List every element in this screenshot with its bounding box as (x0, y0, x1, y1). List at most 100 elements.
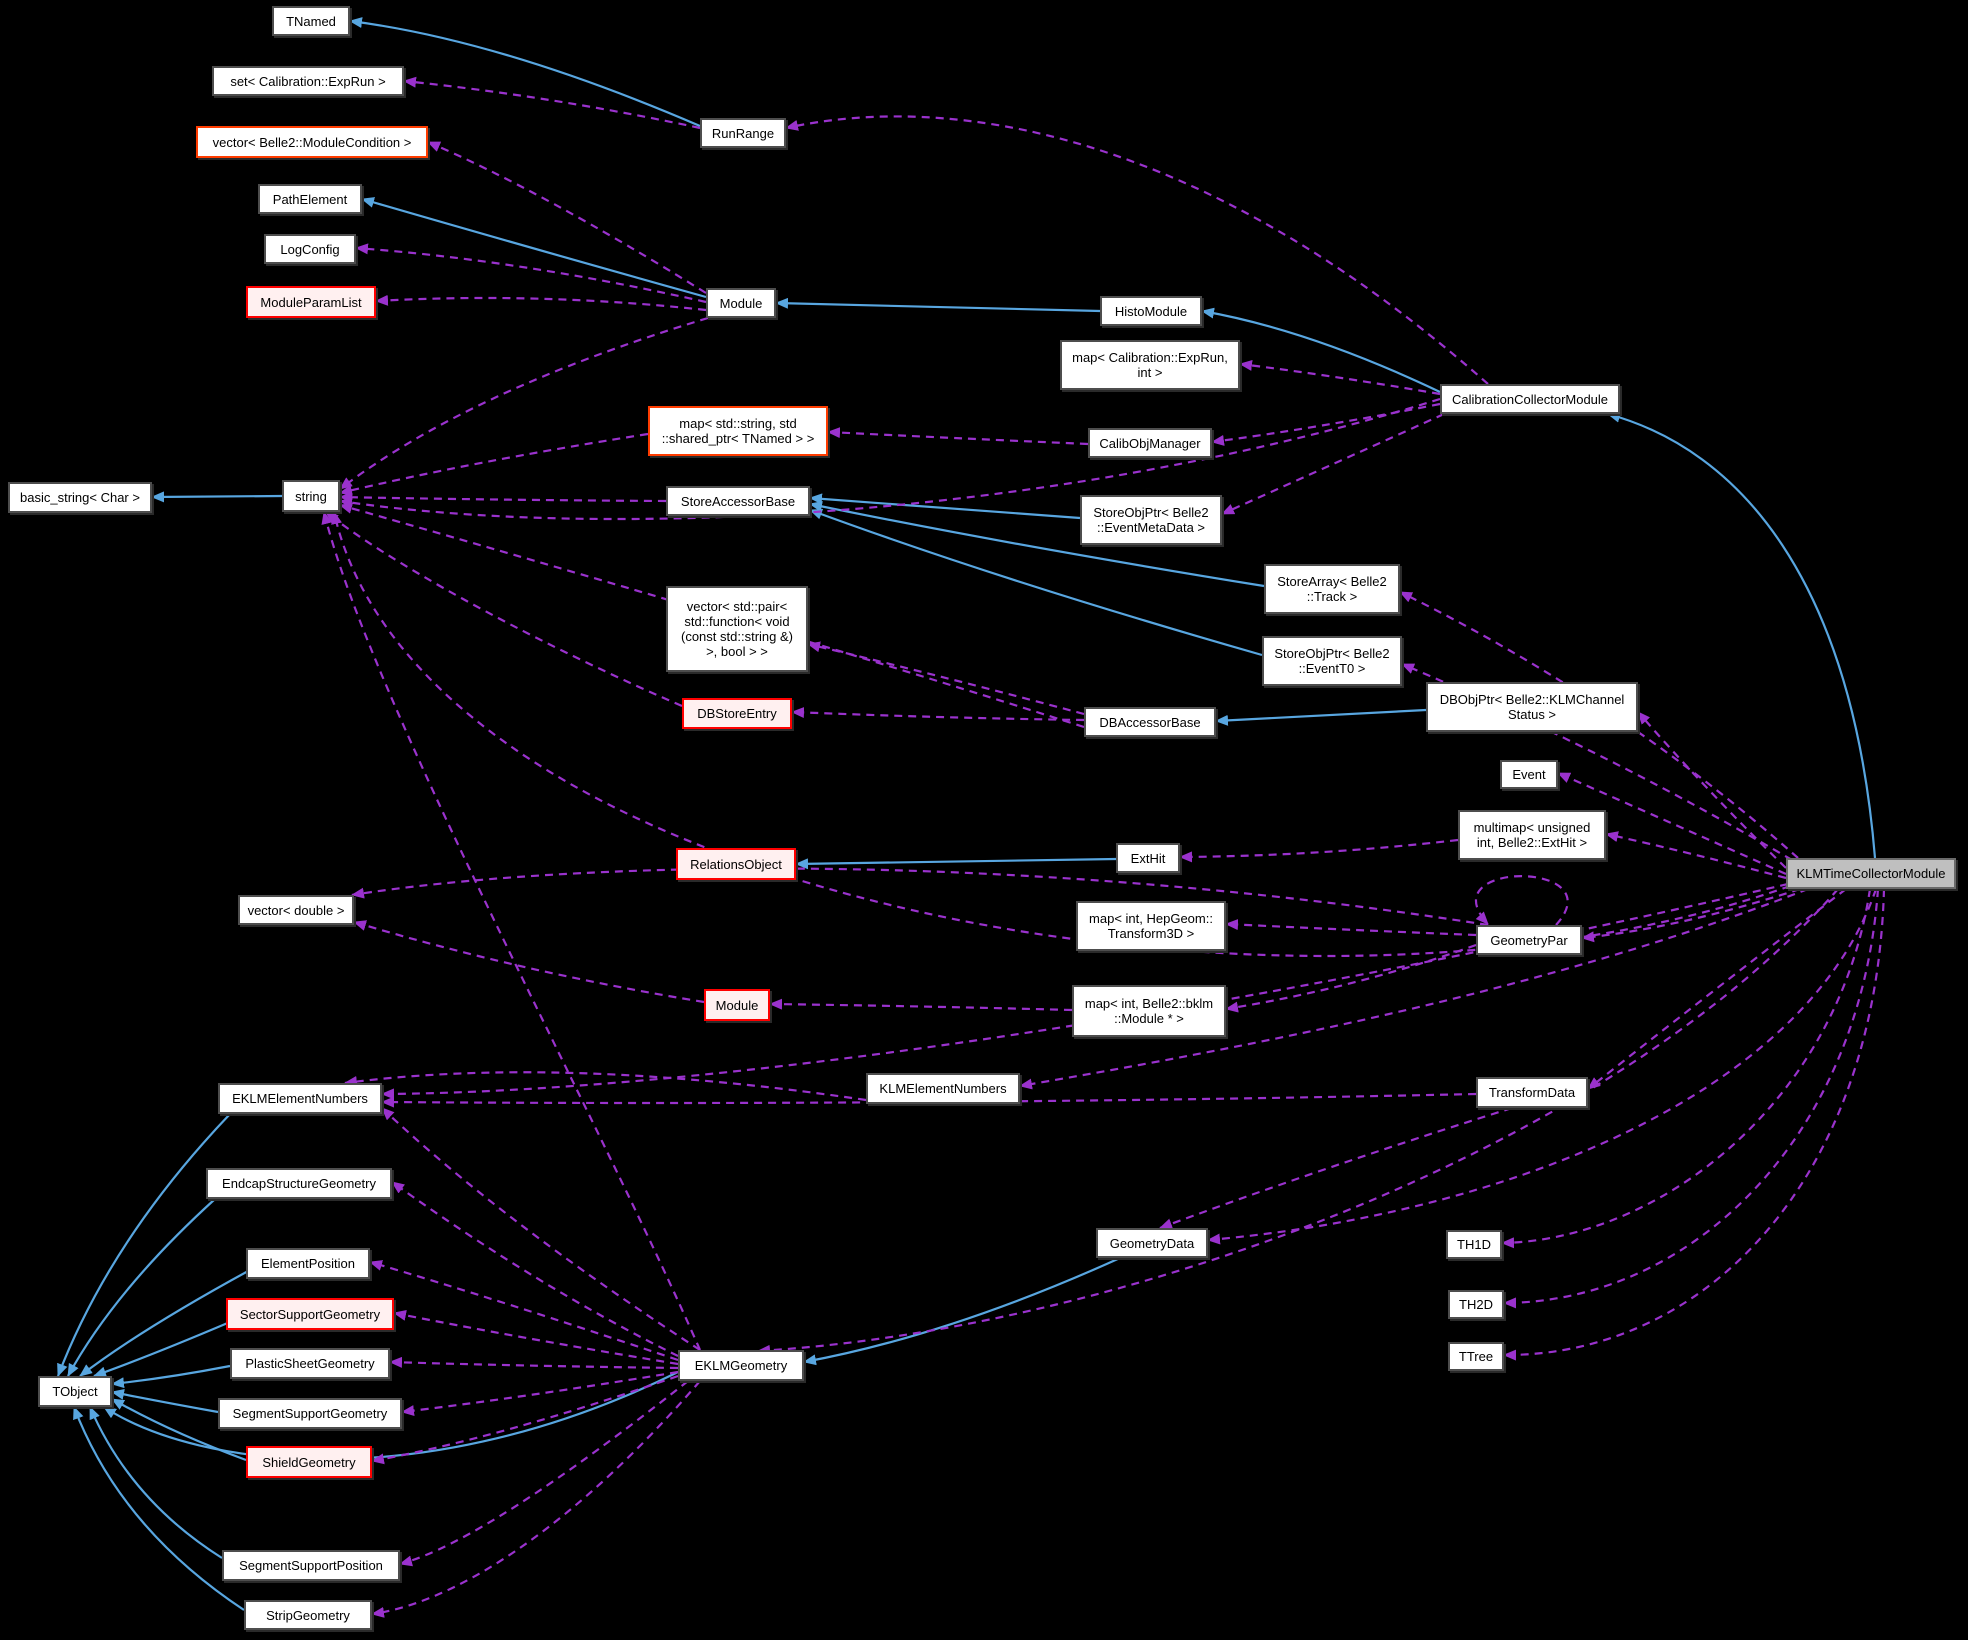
edge-segment-support-pos-to-tobject-inherit (88, 1406, 223, 1559)
class-node-db-accessor-base[interactable]: DBAccessorBase (1084, 707, 1216, 737)
edge-element-position-to-tobject-inherit (79, 1269, 251, 1377)
edge-multimap-ext-hit-to-ext-hit-use (1179, 838, 1459, 863)
edge-eklm-geometry-to-strip-geometry-use (371, 1380, 701, 1618)
edge-klm-time-collector-to-db-obj-ptr-klm-use (1637, 711, 1787, 869)
edge-endcap-structure-to-tobject-inherit (67, 1198, 216, 1377)
class-node-map-exp-run-int[interactable]: map< Calibration::ExpRun, int > (1060, 340, 1240, 390)
edge-calib-obj-manager-to-map-string-shared-use (827, 427, 1089, 446)
class-node-sector-support[interactable]: SectorSupportGeometry (226, 1298, 394, 1330)
edge-db-accessor-base-to-vec-pair-func-use (807, 641, 1085, 716)
class-node-string[interactable]: string (282, 480, 340, 512)
class-node-label: SegmentSupportGeometry (232, 1406, 388, 1421)
class-node-db-store-entry[interactable]: DBStoreEntry (682, 698, 792, 729)
class-node-module-param-list[interactable]: ModuleParamList (246, 286, 376, 318)
class-node-label: multimap< unsigned int, Belle2::ExtHit > (1473, 820, 1591, 850)
class-node-label: GeometryPar (1490, 932, 1568, 948)
class-node-eklm-element-numbers[interactable]: EKLMElementNumbers (218, 1083, 382, 1114)
edge-klm-time-collector-to-ttree-use (1503, 888, 1886, 1361)
edge-module-to-string-use (339, 316, 709, 490)
class-node-store-obj-ptr-emd[interactable]: StoreObjPtr< Belle2 ::EventMetaData > (1080, 495, 1222, 545)
class-node-multimap-ext-hit[interactable]: multimap< unsigned int, Belle2::ExtHit > (1458, 810, 1606, 860)
edge-module-to-module-param-list-use (375, 294, 707, 312)
class-node-th1d[interactable]: TH1D (1446, 1230, 1502, 1259)
class-node-run-range[interactable]: RunRange (700, 118, 786, 148)
edge-eklm-geometry-to-shield-geometry-use (371, 1374, 679, 1465)
class-node-log-config[interactable]: LogConfig (264, 234, 356, 264)
edge-klm-time-collector-to-multimap-ext-hit-use (1605, 831, 1787, 880)
class-node-vec-double[interactable]: vector< double > (238, 895, 354, 925)
class-node-vec-mod-cond[interactable]: vector< Belle2::ModuleCondition > (196, 126, 428, 158)
class-node-shield-geometry[interactable]: ShieldGeometry (246, 1446, 372, 1478)
class-node-eklm-geometry[interactable]: EKLMGeometry (678, 1350, 804, 1381)
edge-db-obj-ptr-klm-to-db-accessor-base-inherit (1215, 708, 1427, 726)
edge-run-range-to-set-exp-run-use (403, 76, 701, 130)
class-node-ttree[interactable]: TTree (1448, 1342, 1504, 1371)
edge-klm-time-collector-to-calib-collector-inherit (1607, 411, 1877, 859)
edge-calib-collector-to-run-range-use (785, 115, 1489, 385)
class-node-transform-data[interactable]: TransformData (1476, 1077, 1588, 1108)
class-node-label: Module (719, 295, 763, 311)
edge-db-accessor-base-to-db-store-entry-use (791, 706, 1085, 722)
class-node-strip-geometry[interactable]: StripGeometry (244, 1600, 372, 1630)
class-node-klm-element-numbers[interactable]: KLMElementNumbers (866, 1073, 1020, 1104)
class-node-klm-time-collector[interactable]: KLMTimeCollectorModule (1786, 858, 1956, 889)
class-node-label: TH1D (1457, 1237, 1491, 1252)
class-node-label: GeometryData (1109, 1235, 1195, 1251)
class-node-label: CalibrationCollectorModule (1451, 391, 1609, 407)
edge-store-accessor-base-to-string-use (339, 491, 667, 503)
class-node-geometry-data[interactable]: GeometryData (1096, 1228, 1208, 1258)
class-node-segment-support-pos[interactable]: SegmentSupportPosition (222, 1550, 400, 1581)
class-node-histo-module[interactable]: HistoModule (1100, 296, 1202, 326)
class-node-map-hep-geom[interactable]: map< int, HepGeom:: Transform3D > (1076, 901, 1226, 951)
class-node-tobject[interactable]: TObject (38, 1376, 112, 1407)
edge-eklm-geometry-to-eklm-element-numbers-use (381, 1107, 701, 1351)
class-node-endcap-structure[interactable]: EndcapStructureGeometry (206, 1168, 392, 1199)
class-node-bklm-module[interactable]: Module (704, 989, 770, 1021)
class-node-tnamed[interactable]: TNamed (272, 6, 350, 36)
class-node-label: RunRange (711, 125, 775, 141)
class-node-ext-hit[interactable]: ExtHit (1116, 843, 1180, 873)
class-node-label: vector< std::pair< std::function< void (… (681, 599, 793, 659)
class-node-basic-string[interactable]: basic_string< Char > (8, 482, 152, 513)
class-node-set-exp-run[interactable]: set< Calibration::ExpRun > (212, 66, 404, 96)
class-node-label: vector< double > (247, 902, 345, 918)
class-node-store-array-track[interactable]: StoreArray< Belle2 ::Track > (1264, 564, 1400, 614)
class-node-event[interactable]: Event (1500, 760, 1558, 789)
class-node-path-element[interactable]: PathElement (258, 184, 362, 214)
edge-klm-time-collector-to-klm-element-numbers-use (1019, 887, 1809, 1090)
class-node-label: DBStoreEntry (697, 706, 777, 721)
edge-geometry-par-to-map-hep-geom-use (1225, 919, 1477, 937)
class-node-label: TH2D (1459, 1297, 1493, 1312)
class-node-plastic-sheet[interactable]: PlasticSheetGeometry (230, 1348, 390, 1379)
class-node-store-obj-ptr-et0[interactable]: StoreObjPtr< Belle2 ::EventT0 > (1262, 636, 1402, 686)
edge-calib-collector-to-store-obj-ptr-emd-use (1221, 412, 1445, 516)
class-node-element-position[interactable]: ElementPosition (246, 1248, 370, 1279)
class-node-label: string (295, 488, 327, 504)
edge-geometry-par-to-vec-double-use (351, 867, 1489, 927)
class-node-label: StoreArray< Belle2 ::Track > (1277, 574, 1387, 604)
edge-db-accessor-base-to-string-use (339, 503, 1085, 729)
class-node-module[interactable]: Module (706, 288, 776, 318)
class-node-calib-obj-manager[interactable]: CalibObjManager (1088, 428, 1212, 458)
class-node-label: DBAccessorBase (1099, 714, 1201, 730)
edge-eklm-geometry-to-endcap-structure-use (391, 1181, 679, 1357)
class-node-store-accessor-base[interactable]: StoreAccessorBase (666, 486, 810, 516)
edge-shield-geometry-to-tobject-inherit (111, 1398, 247, 1462)
edge-eklm-geometry-to-sector-support-use (393, 1309, 679, 1366)
edge-store-array-track-to-store-accessor-base-inherit (809, 501, 1265, 588)
class-node-relations-object[interactable]: RelationsObject (676, 848, 796, 880)
class-node-geometry-par[interactable]: GeometryPar (1476, 925, 1582, 955)
class-node-th2d[interactable]: TH2D (1448, 1290, 1504, 1319)
edge-module-to-path-element-inherit (361, 197, 707, 299)
class-node-label: map< int, HepGeom:: Transform3D > (1089, 911, 1213, 941)
class-node-label: HistoModule (1114, 303, 1188, 319)
class-node-map-string-shared[interactable]: map< std::string, std ::shared_ptr< TNam… (648, 406, 828, 456)
class-node-label: TNamed (286, 13, 336, 29)
class-node-map-bklm-module[interactable]: map< int, Belle2::bklm ::Module * > (1072, 985, 1226, 1037)
class-node-segment-support-geom[interactable]: SegmentSupportGeometry (218, 1398, 402, 1429)
class-node-label: basic_string< Char > (20, 490, 140, 505)
class-node-label: EKLMElementNumbers (232, 1091, 368, 1106)
class-node-calib-collector[interactable]: CalibrationCollectorModule (1440, 384, 1620, 414)
class-node-vec-pair-func[interactable]: vector< std::pair< std::function< void (… (666, 586, 808, 672)
class-node-db-obj-ptr-klm[interactable]: DBObjPtr< Belle2::KLMChannel Status > (1426, 682, 1638, 732)
